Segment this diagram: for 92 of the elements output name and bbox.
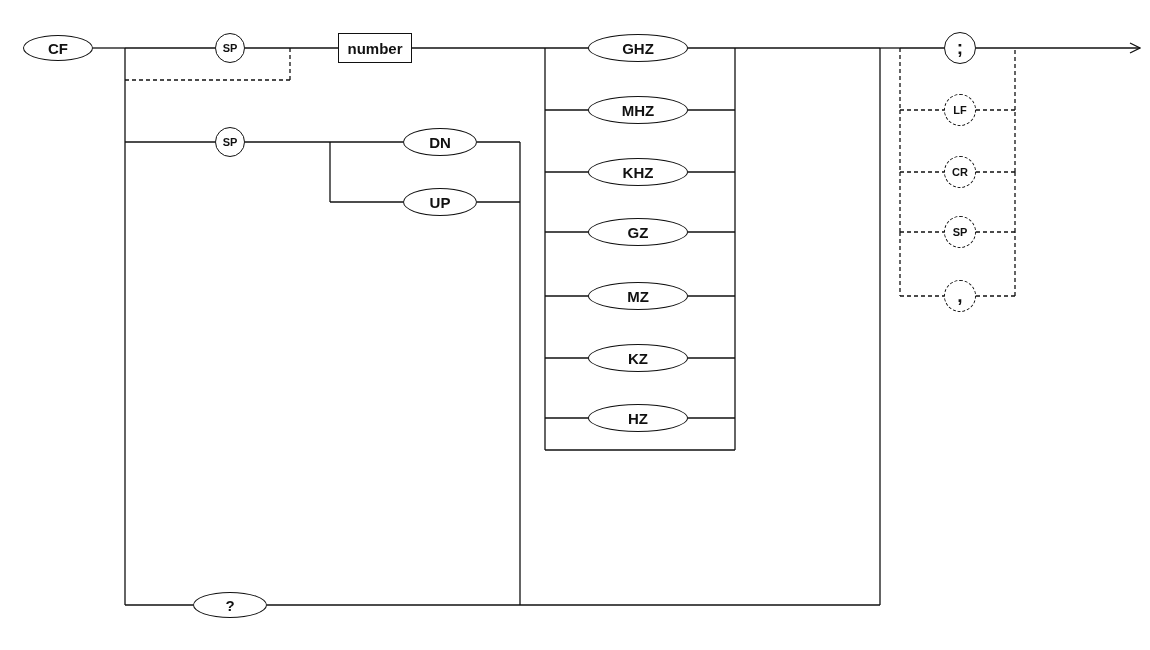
connector-line <box>544 357 546 419</box>
connector-line <box>519 604 881 606</box>
connector-line <box>899 109 945 111</box>
connector-line <box>879 47 901 49</box>
connector-line <box>544 47 546 111</box>
connector-line <box>899 47 901 111</box>
arrow <box>1014 42 1141 54</box>
terminal-oval: MZ <box>588 282 688 310</box>
connector-line <box>687 47 736 49</box>
terminal-oval: GHZ <box>588 34 688 62</box>
connector-line <box>544 417 546 451</box>
terminal-circle: SP <box>215 127 245 157</box>
terminal-circle: , <box>944 280 976 312</box>
terminal-circle: LF <box>944 94 976 126</box>
connector-line <box>124 79 126 143</box>
connector-line <box>734 231 736 297</box>
connector-line <box>544 171 546 233</box>
connector-line <box>411 47 546 49</box>
connector-line <box>476 141 521 143</box>
connector-line <box>544 449 736 451</box>
connector-line <box>544 171 589 173</box>
connector-line <box>975 47 1016 49</box>
connector-line <box>329 201 404 203</box>
terminal-oval: ? <box>193 592 267 618</box>
connector-line <box>544 417 589 419</box>
connector-line <box>899 231 945 233</box>
connector-line <box>975 231 1016 233</box>
connector-line <box>975 109 1016 111</box>
connector-line <box>124 604 194 606</box>
connector-line <box>734 47 881 49</box>
connector-line <box>734 109 736 173</box>
connector-line <box>899 295 945 297</box>
terminal-circle: ; <box>944 32 976 64</box>
terminal-oval: MHZ <box>588 96 688 124</box>
connector-line <box>687 357 736 359</box>
connector-line <box>975 171 1016 173</box>
connector-line <box>329 141 331 203</box>
connector-line <box>687 231 736 233</box>
connector-line <box>899 47 945 49</box>
terminal-oval: KHZ <box>588 158 688 186</box>
terminal-oval: CF <box>23 35 93 61</box>
connector-line <box>879 47 881 606</box>
connector-line <box>687 109 736 111</box>
terminal-oval: DN <box>403 128 477 156</box>
connector-line <box>899 109 901 173</box>
connector-line <box>899 231 901 297</box>
connector-line <box>544 357 589 359</box>
terminal-oval: KZ <box>588 344 688 372</box>
connector-line <box>734 171 736 233</box>
connector-line <box>1014 231 1016 297</box>
terminal-oval: GZ <box>588 218 688 246</box>
connector-line <box>734 295 736 359</box>
connector-line <box>289 47 339 49</box>
terminal-circle: CR <box>944 156 976 188</box>
connector-line <box>899 171 945 173</box>
connector-line <box>734 357 736 419</box>
connector-line <box>544 231 546 297</box>
terminal-oval: HZ <box>588 404 688 432</box>
connector-line <box>1014 171 1016 233</box>
connector-line <box>734 417 736 451</box>
connector-line <box>329 141 404 143</box>
connector-line <box>244 47 291 49</box>
connector-line <box>687 295 736 297</box>
connector-line <box>687 417 736 419</box>
terminal-circle: SP <box>944 216 976 248</box>
connector-line <box>124 47 126 81</box>
terminal-circle: SP <box>215 33 245 63</box>
connector-line <box>92 47 126 49</box>
connector-line <box>899 171 901 233</box>
connector-line <box>1014 47 1016 111</box>
connector-line <box>289 47 291 81</box>
connector-line <box>734 47 736 111</box>
connector-line <box>544 295 589 297</box>
connector-line <box>544 231 589 233</box>
connector-line <box>476 201 521 203</box>
connector-line <box>124 79 291 81</box>
nonterminal-box: number <box>338 33 412 63</box>
connector-line <box>1014 109 1016 173</box>
connector-line <box>519 201 521 606</box>
connector-line <box>544 295 546 359</box>
connector-line <box>244 141 331 143</box>
connector-line <box>975 295 1016 297</box>
connector-line <box>124 141 126 606</box>
connector-line <box>124 47 216 49</box>
terminal-oval: UP <box>403 188 477 216</box>
connector-line <box>266 604 521 606</box>
connector-line <box>687 171 736 173</box>
connector-line <box>519 141 521 203</box>
connector-line <box>544 47 589 49</box>
connector-line <box>124 141 216 143</box>
connector-line <box>544 109 546 173</box>
connector-line <box>544 109 589 111</box>
